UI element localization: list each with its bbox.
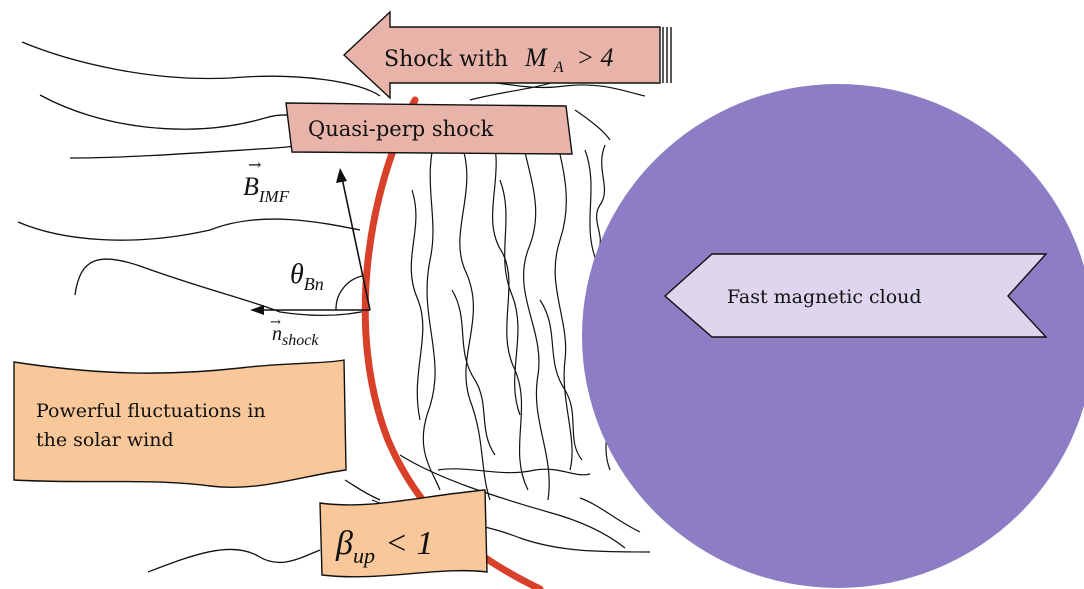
fluctuations-label-line2: the solar wind (36, 429, 174, 451)
turbulent-line (549, 109, 573, 471)
turbulent-line (519, 129, 550, 501)
cloud-label: Fast magnetic cloud (727, 286, 922, 308)
field-line (39, 94, 311, 130)
b-imf-vector (341, 177, 371, 311)
b-imf-arrowhead (336, 168, 347, 183)
turbulent-line (459, 139, 491, 501)
left-arrow-icon (342, 10, 661, 100)
b-imf-vector-arrow: → (248, 155, 261, 174)
turbulent-line (595, 144, 606, 251)
field-line (21, 41, 381, 97)
beta-up-label: βup< 1 (335, 525, 433, 568)
fluctuations-flag: Powerful fluctuations in the solar wind (13, 359, 347, 489)
turbulent-line (437, 468, 591, 476)
theta-angle-arc (335, 275, 363, 311)
n-shock-label: nshock (272, 323, 319, 349)
quasi-perp-label: Quasi-perp shock (308, 117, 494, 141)
left-chevron-arrow-icon (663, 253, 1048, 338)
turbulent-line (399, 454, 626, 549)
n-shock-arrowhead (250, 305, 264, 315)
turbulent-line (487, 124, 529, 491)
cloud-arrow: Fast magnetic cloud (663, 253, 1048, 338)
turbulent-line (499, 179, 521, 416)
field-line (147, 548, 321, 573)
n-shock-vector-arrow: → (270, 315, 281, 330)
field-line (74, 258, 371, 316)
upstream-field-lines (17, 41, 381, 573)
b-imf-label: BIMF (243, 172, 290, 206)
shock-arrow-label: Shock with M A > 4 (384, 43, 614, 78)
field-line (17, 218, 361, 241)
field-line (344, 479, 381, 501)
beta-flag: βup< 1 (319, 489, 488, 578)
turbulent-line (579, 497, 641, 533)
turbulent-line (539, 299, 583, 461)
shock-arrow: Shock with M A > 4 (342, 10, 672, 100)
theta-bn-label: θBn (290, 259, 324, 294)
fluctuations-label-line1: Powerful fluctuations in (36, 400, 266, 422)
turbulent-line (451, 289, 496, 456)
turbulent-line (574, 109, 611, 141)
quasi-perp-banner: Quasi-perp shock (285, 102, 573, 155)
turbulent-line (422, 127, 441, 491)
shock-geometry: BIMF → θBn nshock → (243, 155, 371, 349)
turbulent-line (410, 189, 424, 421)
